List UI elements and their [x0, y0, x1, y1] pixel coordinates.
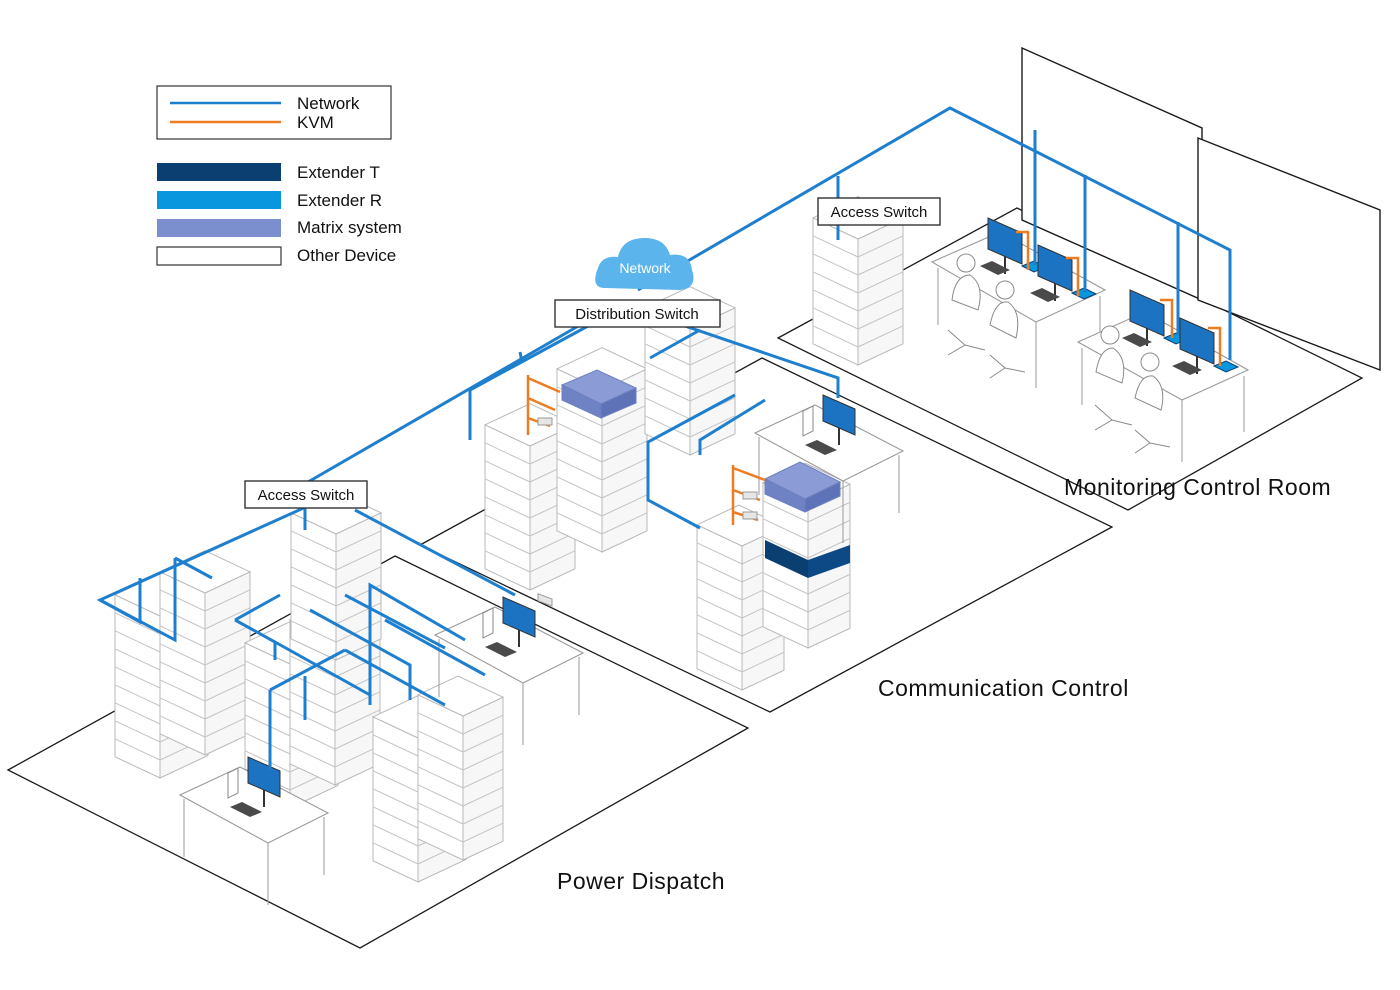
legend-network-label: Network: [297, 94, 360, 113]
matrix-system-distribution: [560, 369, 638, 419]
zone-label-power-dispatch: Power Dispatch: [557, 868, 725, 894]
legend-extender-r-swatch: [157, 191, 281, 209]
workstations: [178, 394, 905, 905]
workstation-power-back: [433, 596, 585, 745]
monitoring-desk-1: [930, 231, 1107, 388]
access-switch-right: Access Switch: [817, 197, 941, 226]
workstation-communication: [753, 394, 905, 543]
legend-kvm-label: KVM: [297, 113, 334, 132]
monitoring-room-floor: [776, 207, 1364, 511]
rack-comm-2: [555, 347, 649, 553]
cloud-label: Network: [619, 260, 671, 276]
workstation-power-front: [178, 756, 330, 905]
rack-power-6: [416, 675, 505, 861]
distribution-switch: Distribution Switch: [554, 299, 721, 328]
monitor-monitoring-1: [980, 217, 1048, 275]
legend-matrix-system-swatch: [157, 219, 281, 237]
zone-label-communication-control: Communication Control: [878, 675, 1129, 701]
network-cloud: Network: [595, 238, 694, 290]
kvm-extender-boxes: [537, 417, 758, 607]
access-switch-left: Access Switch: [244, 480, 368, 509]
operators: [947, 253, 1171, 454]
legend-extender-r-label: Extender R: [297, 191, 382, 210]
kvm-lines: [526, 230, 1222, 525]
access-switch-right-label: Access Switch: [831, 204, 928, 221]
legend-matrix-system-label: Matrix system: [297, 218, 402, 237]
zone-label-monitoring-control-room: Monitoring Control Room: [1064, 474, 1331, 500]
legend-other-device-swatch: [156, 246, 282, 266]
extender-t-unit: [765, 540, 850, 578]
legend-line-box: [156, 85, 392, 140]
legend-extender-t-swatch: [157, 163, 281, 181]
legend: Network KVM Extender T Extender R Matrix…: [156, 85, 402, 266]
distribution-switch-label: Distribution Switch: [575, 306, 698, 323]
monitor-monitoring-3: [1122, 289, 1190, 347]
legend-other-device-label: Other Device: [297, 246, 396, 265]
rack-monitoring-1: [811, 196, 905, 366]
rack-comm-3: [643, 286, 737, 456]
legend-extender-t-label: Extender T: [297, 163, 380, 182]
video-wall-panel-right: [1197, 136, 1381, 372]
monitoring-monitors: [980, 217, 1240, 375]
access-switch-left-label: Access Switch: [258, 487, 355, 504]
matrix-system-communication: [763, 461, 842, 513]
network-lines: [96, 106, 1232, 770]
